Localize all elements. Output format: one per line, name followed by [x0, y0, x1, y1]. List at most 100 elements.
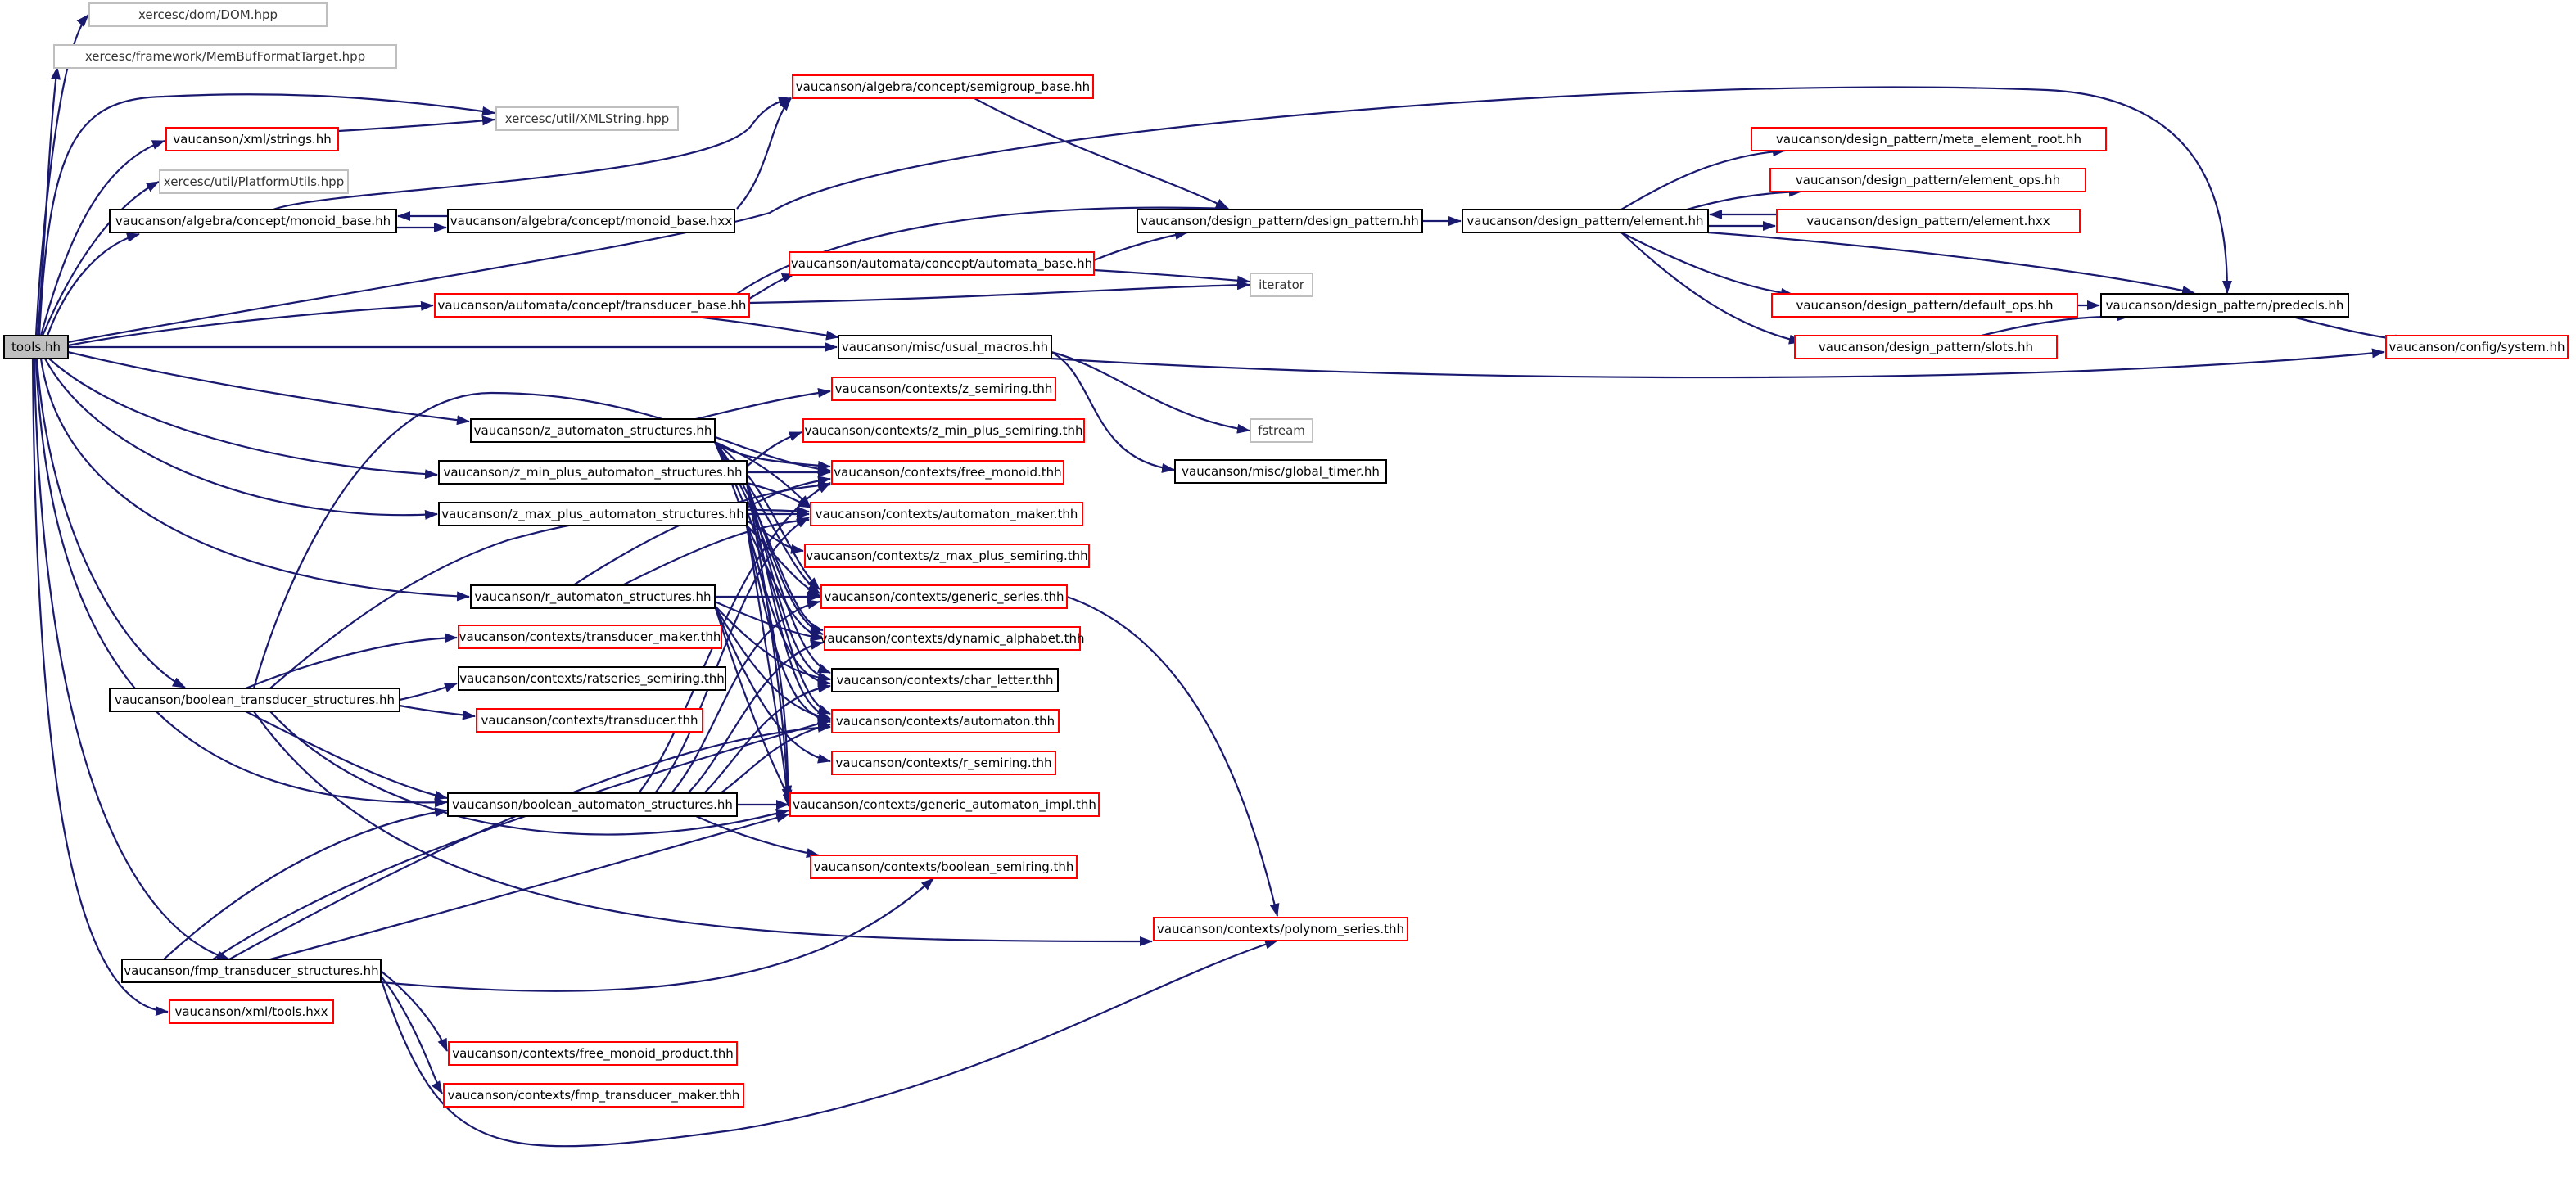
- node-transducer-base[interactable]: vaucanson/automata/concept/transducer_ba…: [434, 293, 750, 318]
- dependency-edge: [269, 813, 789, 961]
- node-vxmltools[interactable]: vaucanson/xml/tools.hxx: [169, 999, 334, 1024]
- node-zmin-auto[interactable]: vaucanson/z_min_plus_automaton_structure…: [438, 460, 748, 485]
- node-vxmlstrings[interactable]: vaucanson/xml/strings.hh: [165, 127, 339, 151]
- node-label: xercesc/util/PlatformUtils.hpp: [164, 174, 344, 189]
- dependency-edge: [46, 232, 140, 336]
- dependency-edge: [35, 358, 186, 688]
- node-label: vaucanson/boolean_automaton_structures.h…: [452, 797, 733, 813]
- node-label: iterator: [1259, 277, 1305, 292]
- node-predecls[interactable]: vaucanson/design_pattern/predecls.hh: [2100, 293, 2349, 318]
- node-label: xercesc/util/XMLString.hpp: [505, 111, 670, 126]
- node-box: [448, 1041, 738, 1066]
- node-box: [434, 293, 750, 318]
- node-generic-series[interactable]: vaucanson/contexts/generic_series.thh: [820, 584, 1068, 609]
- node-automaton-maker[interactable]: vaucanson/contexts/automaton_maker.thh: [810, 502, 1083, 526]
- node-box: [2385, 335, 2569, 359]
- dependency-edge: [212, 719, 831, 960]
- node-label: vaucanson/design_pattern/slots.hh: [1819, 340, 2033, 355]
- node-element-ops[interactable]: vaucanson/design_pattern/element_ops.hh: [1769, 168, 2086, 192]
- node-label: vaucanson/config/system.hh: [2388, 340, 2565, 354]
- node-box: [447, 209, 735, 233]
- node-slots[interactable]: vaucanson/design_pattern/slots.hh: [1794, 335, 2058, 359]
- node-label: vaucanson/algebra/concept/monoid_base.hh: [115, 214, 391, 229]
- dependency-edge: [380, 970, 449, 1052]
- node-r-auto[interactable]: vaucanson/r_automaton_structures.hh: [470, 584, 716, 609]
- node-label: vaucanson/contexts/z_min_plus_semiring.t…: [805, 423, 1083, 439]
- node-label: vaucanson/z_automaton_structures.hh: [474, 423, 712, 439]
- node-box: [169, 999, 334, 1024]
- node-fm-product[interactable]: vaucanson/contexts/free_monoid_product.t…: [448, 1041, 738, 1066]
- node-ratseries[interactable]: vaucanson/contexts/ratseries_semiring.th…: [458, 666, 726, 691]
- node-free-monoid[interactable]: vaucanson/contexts/free_monoid.thh: [831, 460, 1064, 485]
- node-dyn-alpha[interactable]: vaucanson/contexts/dynamic_alphabet.thh: [820, 626, 1085, 651]
- dependency-edge: [621, 516, 810, 586]
- node-fmp-maker[interactable]: vaucanson/contexts/fmp_transducer_maker.…: [443, 1083, 744, 1108]
- dependency-edge: [269, 711, 789, 836]
- node-tools[interactable]: tools.hh: [3, 335, 69, 359]
- node-zmin-semiring[interactable]: vaucanson/contexts/z_min_plus_semiring.t…: [802, 418, 1085, 443]
- dependency-edge: [1051, 348, 2385, 379]
- dependency-edge: [1620, 232, 1802, 345]
- dependency-edge: [39, 139, 165, 336]
- node-zmax-auto[interactable]: vaucanson/z_max_plus_automaton_structure…: [438, 502, 748, 526]
- node-element[interactable]: vaucanson/design_pattern/element.hh: [1462, 209, 1709, 233]
- dependency-edge: [713, 605, 792, 801]
- node-monoid-base[interactable]: vaucanson/algebra/concept/monoid_base.hh: [109, 209, 397, 233]
- node-label: vaucanson/automata/concept/transducer_ba…: [438, 298, 747, 314]
- node-box: [109, 209, 397, 233]
- node-bool-semiring[interactable]: vaucanson/contexts/boolean_semiring.thh: [810, 855, 1078, 879]
- node-label: vaucanson/contexts/r_semiring.thh: [836, 756, 1052, 771]
- node-trans-maker[interactable]: vaucanson/contexts/transducer_maker.thh: [458, 625, 722, 649]
- dependency-edge: [1051, 351, 1175, 473]
- node-xmlstr: xercesc/util/XMLString.hpp: [495, 106, 679, 131]
- dependency-edge: [746, 481, 811, 508]
- node-box: [810, 855, 1078, 879]
- node-usual-macros[interactable]: vaucanson/misc/usual_macros.hh: [838, 335, 1052, 359]
- node-label: vaucanson/contexts/automaton.thh: [836, 714, 1055, 729]
- node-transducer-thh[interactable]: vaucanson/contexts/transducer.thh: [476, 708, 703, 733]
- node-bool-auto[interactable]: vaucanson/boolean_automaton_structures.h…: [447, 792, 738, 817]
- dependency-edge: [38, 93, 495, 336]
- dependency-edge: [67, 300, 434, 347]
- node-box: [1250, 418, 1313, 443]
- node-box: [165, 127, 339, 151]
- node-element-hxx[interactable]: vaucanson/design_pattern/element.hxx: [1776, 209, 2081, 233]
- node-automata-base[interactable]: vaucanson/automata/concept/automata_base…: [789, 251, 1095, 276]
- node-meta-root[interactable]: vaucanson/design_pattern/meta_element_ro…: [1751, 127, 2107, 151]
- node-global-timer[interactable]: vaucanson/misc/global_timer.hh: [1174, 459, 1387, 484]
- node-xdom: xercesc/dom/DOM.hpp: [88, 2, 328, 27]
- node-xplat: xercesc/util/PlatformUtils.hpp: [159, 169, 349, 194]
- dependency-edge: [746, 476, 831, 508]
- node-automaton-thh[interactable]: vaucanson/contexts/automaton.thh: [831, 709, 1060, 733]
- node-system[interactable]: vaucanson/config/system.hh: [2385, 335, 2569, 359]
- node-zmax-semiring[interactable]: vaucanson/contexts/z_max_plus_semiring.t…: [804, 544, 1090, 568]
- node-semigroup[interactable]: vaucanson/algebra/concept/semigroup_base…: [792, 74, 1094, 99]
- node-default-ops[interactable]: vaucanson/design_pattern/default_ops.hh: [1771, 293, 2078, 318]
- dependency-edge: [736, 203, 1229, 295]
- node-fmp-trans[interactable]: vaucanson/fmp_transducer_structures.hh: [121, 959, 382, 983]
- node-z-semiring[interactable]: vaucanson/contexts/z_semiring.thh: [831, 377, 1056, 401]
- node-label: vaucanson/boolean_transducer_structures.…: [115, 692, 395, 708]
- node-polynom[interactable]: vaucanson/contexts/polynom_series.thh: [1153, 917, 1408, 941]
- node-design-pattern[interactable]: vaucanson/design_pattern/design_pattern.…: [1137, 209, 1423, 233]
- node-label: vaucanson/design_pattern/element.hh: [1467, 214, 1703, 229]
- node-label: vaucanson/design_pattern/element_ops.hh: [1796, 173, 2060, 188]
- node-gen-auto-impl[interactable]: vaucanson/contexts/generic_automaton_imp…: [789, 792, 1100, 817]
- node-bool-trans[interactable]: vaucanson/boolean_transducer_structures.…: [109, 688, 400, 712]
- nodes-layer: tools.hhxercesc/dom/DOM.hppxercesc/frame…: [3, 2, 2569, 1108]
- node-r-semiring[interactable]: vaucanson/contexts/r_semiring.thh: [831, 751, 1056, 775]
- node-label: vaucanson/algebra/concept/monoid_base.hx…: [450, 214, 733, 229]
- dependency-edge: [31, 358, 169, 1017]
- dependency-edge: [720, 722, 831, 794]
- node-char-letter[interactable]: vaucanson/contexts/char_letter.thh: [831, 668, 1059, 692]
- node-box: [792, 74, 1094, 99]
- node-label: vaucanson/contexts/free_monoid_product.t…: [452, 1046, 734, 1062]
- dependency-edge: [695, 815, 820, 858]
- node-box: [831, 668, 1059, 692]
- node-box: [1174, 459, 1387, 484]
- node-monoid-hxx[interactable]: vaucanson/algebra/concept/monoid_base.hx…: [447, 209, 735, 233]
- node-box: [1250, 273, 1313, 297]
- node-label: vaucanson/contexts/ratseries_semiring.th…: [459, 671, 725, 687]
- node-z-auto[interactable]: vaucanson/z_automaton_structures.hh: [470, 418, 716, 443]
